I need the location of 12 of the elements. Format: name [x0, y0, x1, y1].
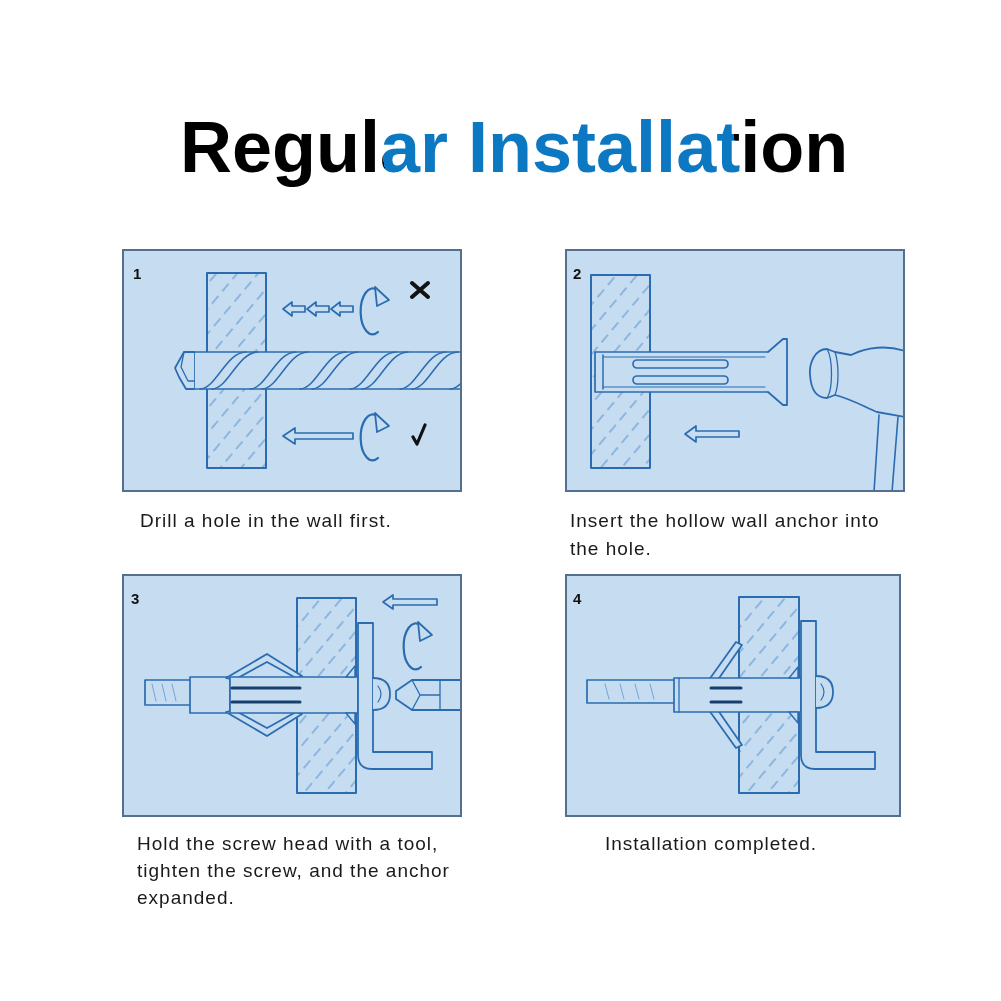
- step-number: 1: [133, 266, 142, 281]
- step-panel: [122, 249, 462, 492]
- step-number: 2: [573, 266, 582, 281]
- step-panel: [565, 249, 905, 492]
- step-number: 3: [131, 591, 140, 606]
- step-caption: Installation completed.: [605, 832, 819, 856]
- step-caption: Hold the screw head with a tool, tighten the screw, and the anchor expanded.: [137, 832, 451, 910]
- step-number: 4: [573, 591, 582, 606]
- step-panel: [122, 574, 462, 817]
- step-panel: [565, 574, 901, 817]
- step-caption: Insert the hollow wall anchor into the hole.: [570, 509, 881, 561]
- step-caption: Drill a hole in the wall first.: [140, 509, 393, 533]
